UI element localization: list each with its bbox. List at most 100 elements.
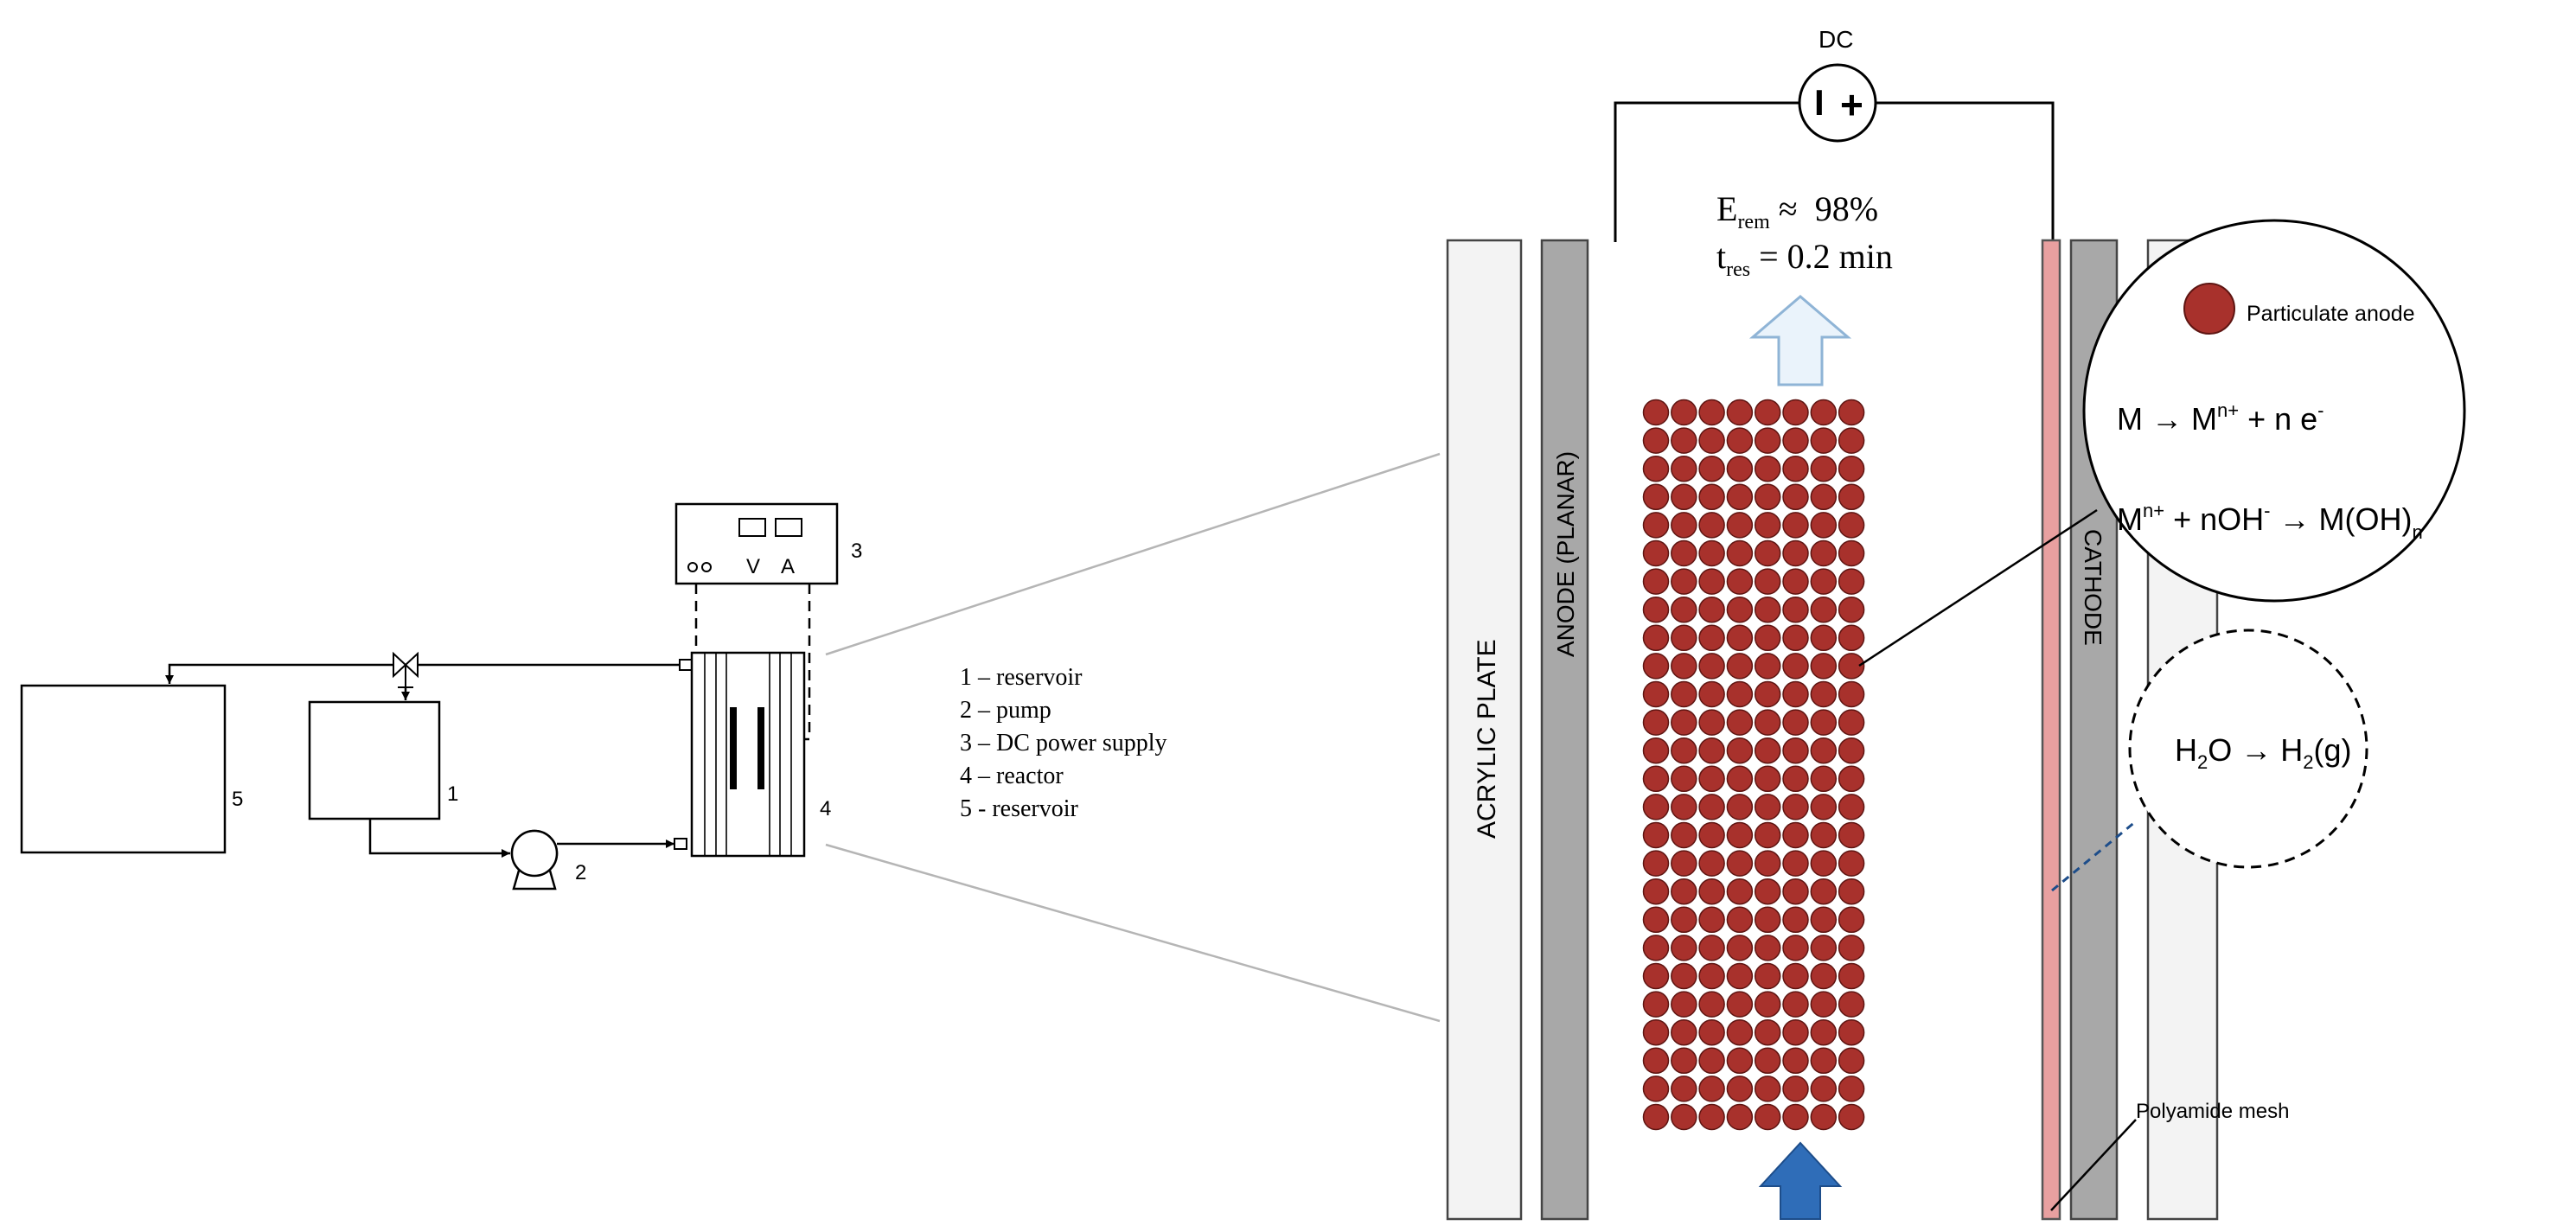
anode-particle <box>1698 737 1725 764</box>
anode-particle <box>1810 991 1838 1018</box>
anode-particle <box>1754 935 1781 961</box>
cell-detail: I + DC Erem ≈ 98% tres = 0.2 min ACRYLIC… <box>1446 26 2466 1221</box>
terminal-icon <box>701 562 712 572</box>
anode-particle <box>1671 1076 1697 1102</box>
anode-particle <box>1810 794 1838 820</box>
anode-particle <box>1754 512 1781 539</box>
anode-particle <box>1698 709 1725 736</box>
anode-particle <box>1782 821 1809 849</box>
anode-particle <box>1838 878 1865 905</box>
anode-particle <box>1671 962 1697 990</box>
label-1: 1 <box>447 782 458 806</box>
anode-particle <box>1698 539 1725 567</box>
anode-particle <box>1810 568 1838 595</box>
anode-particle <box>1642 539 1670 567</box>
anode-particle <box>1782 1018 1809 1046</box>
anode-particle <box>1838 680 1865 708</box>
reaction-hydrogen: H2O → H2(g) <box>2175 732 2352 773</box>
cathode-pointer-dashed <box>2051 820 2137 892</box>
anode-particle <box>1671 850 1697 877</box>
anode-particle <box>1810 399 1838 426</box>
anode-particle <box>1642 624 1670 652</box>
mesh-label: Polyamide mesh <box>2136 1100 2289 1123</box>
cathode-reaction-bubble: H2O → H2(g) <box>2128 629 2368 869</box>
anode-particle <box>1642 596 1670 623</box>
anode-particle <box>1671 878 1697 905</box>
anode-particle <box>1642 991 1670 1018</box>
acrylic-plate-label: ACRYLIC PLATE <box>1473 639 1501 839</box>
flow-in-arrow-icon <box>1758 1141 1843 1220</box>
flow-out-arrow-icon <box>1748 295 1852 386</box>
anode-particle <box>1642 680 1670 708</box>
anode-particle <box>1698 455 1725 482</box>
anode-particle <box>1671 539 1697 567</box>
anode-particle <box>1671 794 1697 820</box>
anode-particle <box>1671 821 1697 849</box>
anode-particle <box>1810 1018 1838 1046</box>
anode-particle <box>1642 765 1670 793</box>
anode-particle <box>1754 624 1781 652</box>
anode-particle <box>1810 850 1838 877</box>
anode-particle <box>1782 1103 1809 1131</box>
anode-particle <box>1726 709 1754 736</box>
anode-particle <box>1726 737 1754 764</box>
anode-particle <box>1810 653 1838 680</box>
component-legend: 1 – reservoir 2 – pump 3 – DC power supp… <box>960 664 1167 822</box>
feed-pipe <box>368 820 510 858</box>
anode-particle <box>1838 935 1865 961</box>
anode-particle <box>1754 483 1781 511</box>
anode-particle <box>1782 1076 1809 1102</box>
anode-particle <box>1754 568 1781 595</box>
anode-particle <box>1698 821 1725 849</box>
anode-particle <box>1698 962 1725 990</box>
anode-particle <box>1810 1076 1838 1102</box>
anode-particle <box>1754 653 1781 680</box>
anode-particle <box>1698 935 1725 961</box>
anode-particle <box>1642 1076 1670 1102</box>
anode-particle <box>1838 991 1865 1018</box>
anode-particle <box>1782 737 1809 764</box>
anode-particle <box>1810 935 1838 961</box>
anode-particle <box>1642 935 1670 961</box>
anode-particle <box>1726 765 1754 793</box>
anode-particle <box>1754 399 1781 426</box>
anode-particle <box>1838 1076 1865 1102</box>
anode-particle <box>1810 709 1838 736</box>
anode-particle <box>1782 512 1809 539</box>
anode-particle <box>1754 709 1781 736</box>
anode-particle <box>1726 483 1754 511</box>
meter-v-display <box>738 518 766 537</box>
anode-particle <box>1810 1103 1838 1131</box>
anode-particle <box>1782 483 1809 511</box>
anode-particle <box>1726 624 1754 652</box>
anode-particle <box>1642 737 1670 764</box>
anode-particle <box>1642 821 1670 849</box>
anode-reaction-bubble: Particulate anode M → Mn+ + n e- Mn+ + n… <box>2082 219 2466 603</box>
anode-particle <box>1726 596 1754 623</box>
anode-particle <box>1642 794 1670 820</box>
pump-icon <box>510 829 559 890</box>
reactor-icon <box>690 651 806 858</box>
terminal-icon <box>687 562 698 572</box>
anode-label: ANODE (PLANAR) <box>1552 451 1579 657</box>
anode-particle <box>1698 1076 1725 1102</box>
anode-particle <box>1671 737 1697 764</box>
anode-particle <box>1671 935 1697 961</box>
anode-particle <box>1698 512 1725 539</box>
anode-particle <box>1726 991 1754 1018</box>
anode-particle <box>1810 512 1838 539</box>
anode-particle <box>1782 991 1809 1018</box>
valve-icon <box>393 651 419 688</box>
anode-particle <box>1671 568 1697 595</box>
anode-particle <box>1671 483 1697 511</box>
anode-particle <box>1726 1047 1754 1075</box>
anode-particle <box>1754 1103 1781 1131</box>
anode-particle <box>1671 709 1697 736</box>
anode-particle <box>1698 399 1725 426</box>
anode-particle <box>1754 906 1781 934</box>
anode-particle <box>1726 539 1754 567</box>
anode-particle <box>1698 1047 1725 1075</box>
dc-minus: I <box>1814 82 1825 123</box>
anode-particle <box>1810 878 1838 905</box>
